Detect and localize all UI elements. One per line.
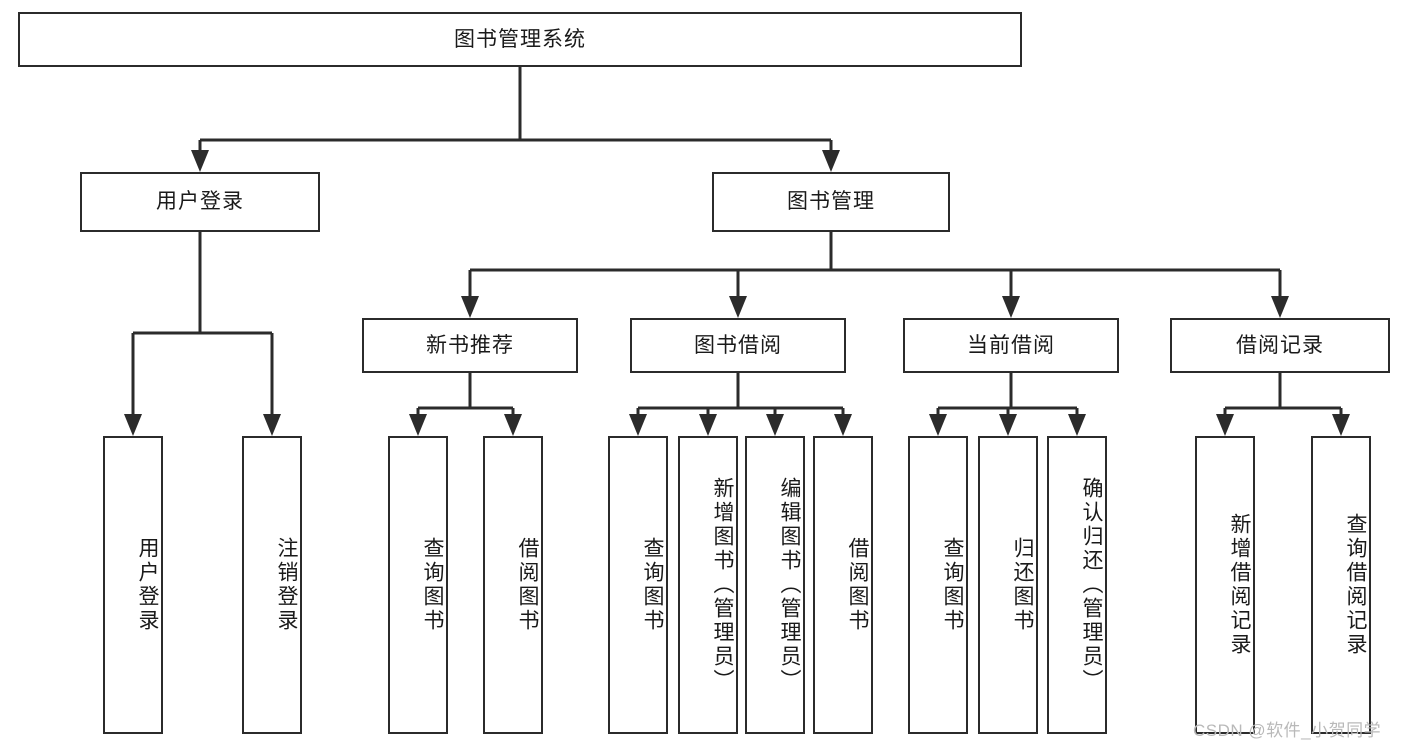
leaf-node-label: 查询图书 bbox=[641, 537, 664, 633]
level3-node-label: 借阅记录 bbox=[1236, 333, 1324, 357]
leaf-node-0[interactable]: 用户登录 bbox=[103, 436, 163, 734]
leaf-node-label: 新增图书（管理员） bbox=[711, 477, 734, 693]
leaf-node-label: 查询图书 bbox=[421, 537, 444, 633]
level2-node-1[interactable]: 图书管理 bbox=[712, 172, 950, 232]
leaf-node-10[interactable]: 确认归还（管理员） bbox=[1047, 436, 1107, 734]
leaf-node-5[interactable]: 新增图书（管理员） bbox=[678, 436, 738, 734]
level3-node-label: 新书推荐 bbox=[426, 333, 514, 357]
level3-node-2[interactable]: 当前借阅 bbox=[903, 318, 1119, 373]
leaf-node-6[interactable]: 编辑图书（管理员） bbox=[745, 436, 805, 734]
leaf-node-label: 归还图书 bbox=[1011, 537, 1034, 633]
leaf-node-label: 注销登录 bbox=[275, 537, 298, 633]
level3-node-3[interactable]: 借阅记录 bbox=[1170, 318, 1390, 373]
root-node-label: 图书管理系统 bbox=[454, 27, 586, 51]
leaf-node-label: 借阅图书 bbox=[846, 537, 869, 633]
leaf-node-label: 借阅图书 bbox=[516, 537, 539, 633]
leaf-node-label: 查询图书 bbox=[941, 537, 964, 633]
leaf-node-1[interactable]: 注销登录 bbox=[242, 436, 302, 734]
level3-node-1[interactable]: 图书借阅 bbox=[630, 318, 846, 373]
leaf-node-8[interactable]: 查询图书 bbox=[908, 436, 968, 734]
level2-node-0[interactable]: 用户登录 bbox=[80, 172, 320, 232]
leaf-node-label: 确认归还（管理员） bbox=[1080, 477, 1103, 693]
leaf-node-11[interactable]: 新增借阅记录 bbox=[1195, 436, 1255, 734]
leaf-node-12[interactable]: 查询借阅记录 bbox=[1311, 436, 1371, 734]
leaf-node-label: 查询借阅记录 bbox=[1344, 513, 1367, 657]
leaf-node-3[interactable]: 借阅图书 bbox=[483, 436, 543, 734]
leaf-node-7[interactable]: 借阅图书 bbox=[813, 436, 873, 734]
leaf-node-label: 用户登录 bbox=[136, 537, 159, 633]
level2-node-label: 用户登录 bbox=[156, 190, 244, 214]
leaf-node-4[interactable]: 查询图书 bbox=[608, 436, 668, 734]
leaf-node-label: 新增借阅记录 bbox=[1228, 513, 1251, 657]
leaf-node-2[interactable]: 查询图书 bbox=[388, 436, 448, 734]
level2-node-label: 图书管理 bbox=[787, 190, 875, 214]
leaf-node-label: 编辑图书（管理员） bbox=[778, 477, 801, 693]
leaf-node-9[interactable]: 归还图书 bbox=[978, 436, 1038, 734]
level3-node-label: 当前借阅 bbox=[967, 333, 1055, 357]
level3-node-label: 图书借阅 bbox=[694, 333, 782, 357]
root-node-0[interactable]: 图书管理系统 bbox=[18, 12, 1022, 67]
watermark-label: CSDN @软件_小贺同学 bbox=[1193, 721, 1382, 740]
level3-node-0[interactable]: 新书推荐 bbox=[362, 318, 578, 373]
